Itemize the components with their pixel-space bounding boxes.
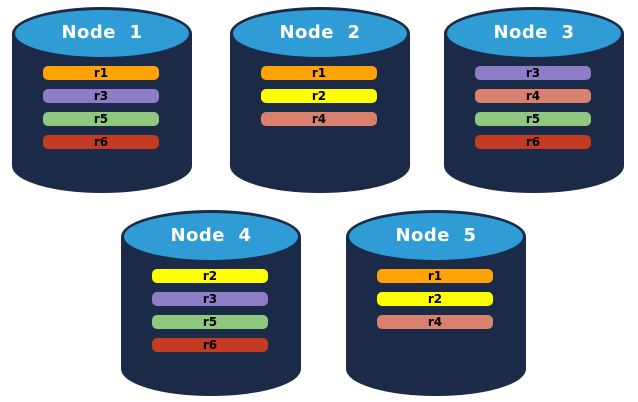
replica-bar: r4 — [261, 112, 377, 126]
node-3-database: Node 3 r3 r4 r5 r6 — [444, 7, 624, 193]
node-2-database: Node 2 r1 r2 r4 — [230, 7, 410, 193]
replica-bar: r3 — [475, 66, 591, 80]
replica-bar: r5 — [43, 112, 159, 126]
node-5-cylinder-top-ellipse: Node 5 — [346, 210, 526, 263]
replica-bar: r2 — [377, 292, 493, 306]
node-1-title: Node 1 — [61, 22, 143, 43]
node-2-title: Node 2 — [279, 22, 361, 43]
node-5-database: Node 5 r1 r2 r4 — [346, 210, 526, 396]
replica-bar: r3 — [43, 89, 159, 103]
replica-bar: r1 — [261, 66, 377, 80]
node-1-replica-list: r1 r3 r5 r6 — [43, 66, 159, 149]
replica-bar: r6 — [152, 338, 268, 352]
replica-bar: r4 — [475, 89, 591, 103]
node-1-database: Node 1 r1 r3 r5 r6 — [12, 7, 192, 193]
replica-bar: r1 — [377, 269, 493, 283]
replica-bar: r6 — [43, 135, 159, 149]
node-3-cylinder-top-ellipse: Node 3 — [444, 7, 624, 60]
replica-bar: r3 — [152, 292, 268, 306]
replica-bar: r2 — [261, 89, 377, 103]
node-4-title: Node 4 — [170, 225, 252, 246]
replica-bar: r1 — [43, 66, 159, 80]
replica-bar: r6 — [475, 135, 591, 149]
replica-bar: r5 — [475, 112, 591, 126]
node-5-title: Node 5 — [395, 225, 477, 246]
node-4-replica-list: r2 r3 r5 r6 — [152, 269, 268, 352]
node-5-replica-list: r1 r2 r4 — [377, 269, 493, 329]
node-4-database: Node 4 r2 r3 r5 r6 — [121, 210, 301, 396]
node-2-cylinder-top-ellipse: Node 2 — [230, 7, 410, 60]
node-3-replica-list: r3 r4 r5 r6 — [475, 66, 591, 149]
node-2-replica-list: r1 r2 r4 — [261, 66, 377, 126]
node-4-cylinder-top-ellipse: Node 4 — [121, 210, 301, 263]
node-1-cylinder-top-ellipse: Node 1 — [12, 7, 192, 60]
replica-bar: r4 — [377, 315, 493, 329]
node-3-title: Node 3 — [493, 22, 575, 43]
replica-bar: r2 — [152, 269, 268, 283]
replica-bar: r5 — [152, 315, 268, 329]
